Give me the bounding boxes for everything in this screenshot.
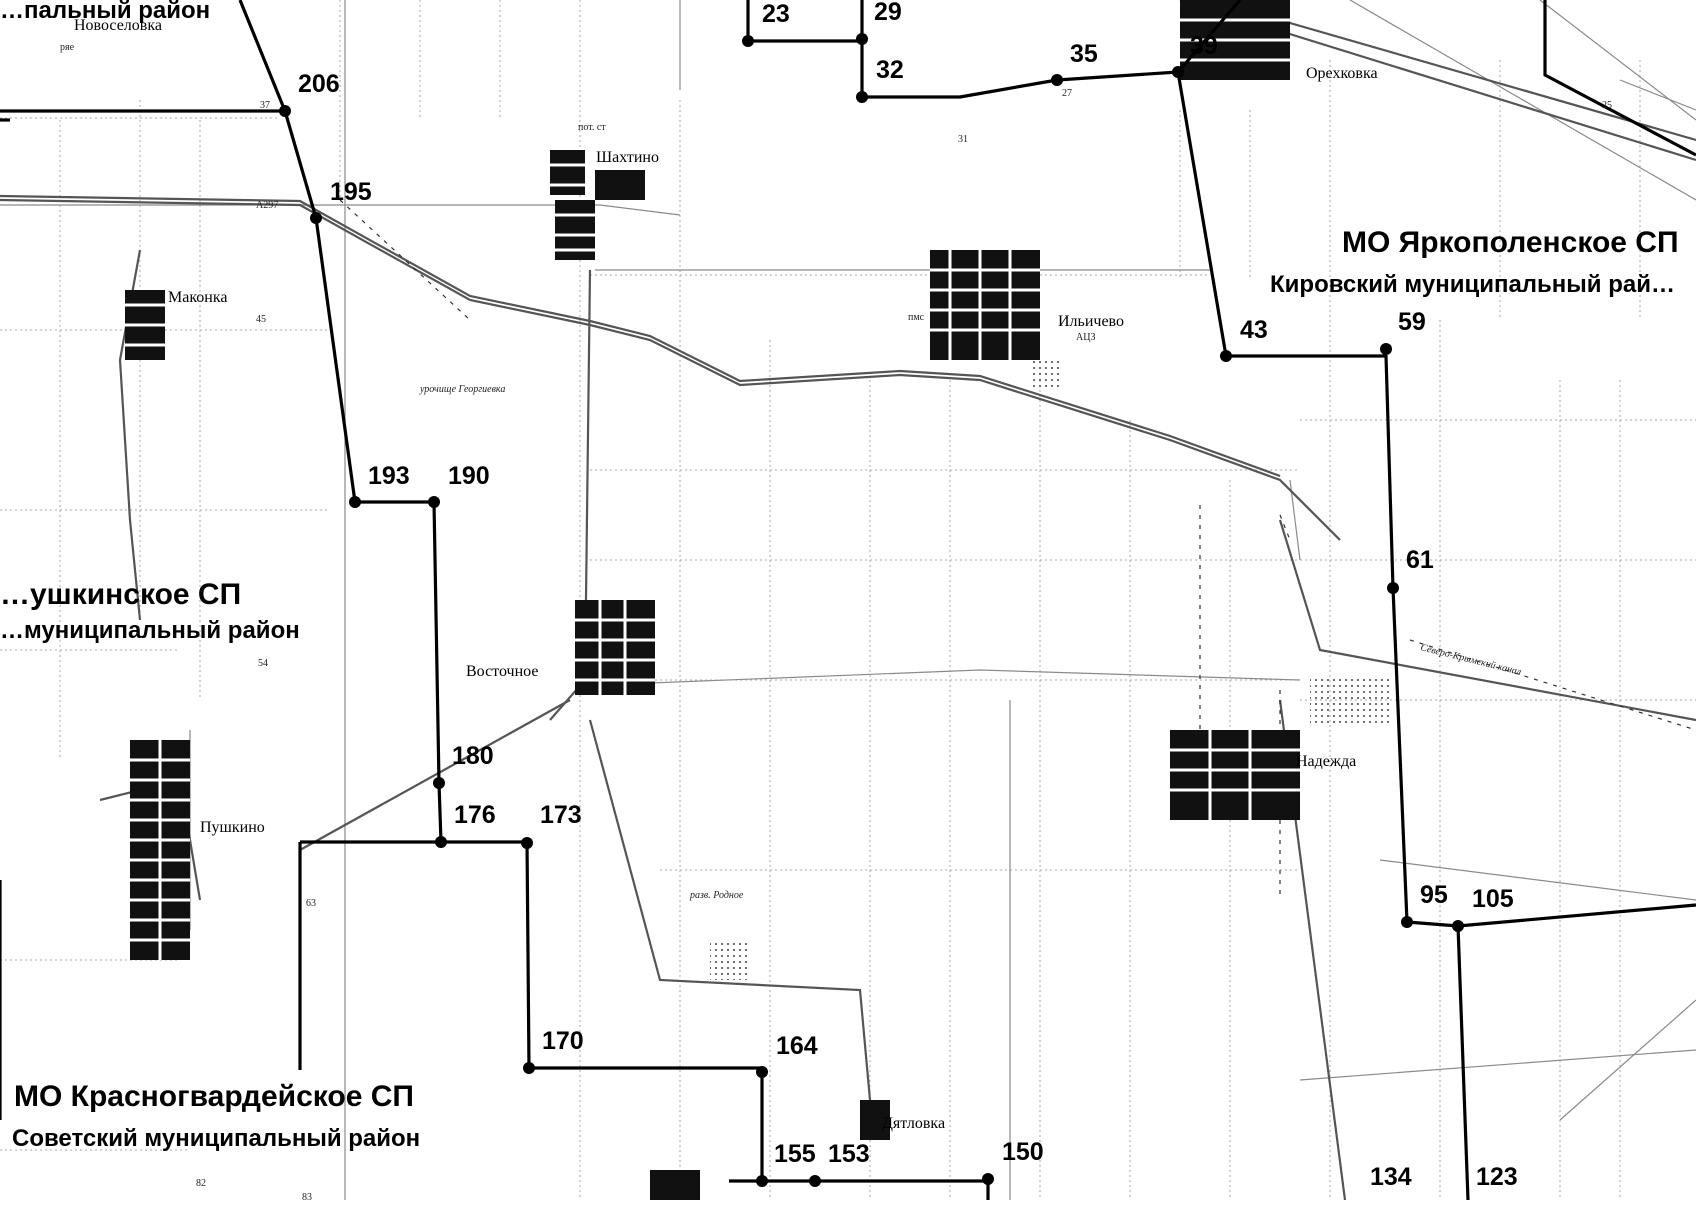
region-label-sovetsky: Советский муниципальный район — [12, 1125, 420, 1152]
boundary-point-label-153: 153 — [828, 1140, 870, 1168]
boundary-point-label-176: 176 — [454, 801, 496, 829]
minor-label-83: 83 — [302, 1192, 312, 1200]
boundary-point-marker-29 — [856, 33, 868, 45]
boundary-points: 23 29 32 35 39 206 195 193 190 43 59 61 180 176 173 170… — [279, 0, 1518, 1191]
minor-label-27: 27 — [1062, 88, 1072, 99]
boundary-point-label-164: 164 — [776, 1032, 818, 1060]
boundary-point-marker-164 — [756, 1066, 768, 1078]
boundary-line-1 — [746, 0, 864, 43]
boundary-point-label-155: 155 — [774, 1140, 816, 1168]
boundary-point-marker-32 — [856, 91, 868, 103]
boundary-point-marker-173 — [521, 837, 533, 849]
boundary-point-marker-95 — [1401, 916, 1413, 928]
boundary-point-label-180: 180 — [452, 742, 494, 770]
boundary-point-label-195: 195 — [330, 178, 372, 206]
settlement-dyatlovka: Дятловка — [882, 1115, 945, 1132]
minor-label-54: 54 — [258, 658, 268, 669]
boundary-point-label-193: 193 — [368, 462, 410, 490]
boundary-line-2 — [860, 39, 1179, 99]
boundary-point-marker-23 — [742, 35, 754, 47]
minor-label-31: 31 — [958, 134, 968, 145]
minor-label-urochishche: урочище Георгиевка — [419, 384, 505, 395]
minor-label-rzv: ряе — [60, 42, 75, 53]
boundary-point-marker-153 — [809, 1175, 821, 1187]
minor-label-45: 45 — [256, 314, 266, 325]
canal-lines — [339, 199, 1696, 900]
boundary-point-marker-59 — [1380, 343, 1392, 355]
boundary-point-label-23: 23 — [762, 0, 790, 28]
settlement-pushkino: Пушкино — [200, 819, 265, 836]
settlement-shakhtino: Шахтино — [596, 149, 659, 166]
boundary-point-marker-180 — [433, 777, 445, 789]
settlement-novoselovka: Новоселовка — [74, 17, 162, 34]
region-label-pushkinskoe-district: …муниципальный район — [0, 617, 300, 644]
boundary-point-label-29: 29 — [874, 0, 902, 26]
minor-label-pot-st: пот. ст — [578, 122, 606, 133]
boundary-point-marker-190 — [428, 496, 440, 508]
boundary-point-marker-105 — [1452, 920, 1464, 932]
blocks-dyatlovka — [860, 1100, 890, 1140]
boundary-point-label-59: 59 — [1398, 308, 1426, 336]
boundary-point-marker-150 — [982, 1173, 994, 1185]
settlement-makonka: Маконка — [168, 289, 227, 306]
boundary-point-marker-35 — [1051, 74, 1063, 86]
boundary-point-label-35: 35 — [1070, 40, 1098, 68]
minor-label-road-297: А297 — [256, 200, 278, 211]
boundary-point-label-95: 95 — [1420, 881, 1448, 909]
region-label-krasnogvardeyskoe: МО Красногвардейское СП — [14, 1080, 414, 1113]
minor-label-acz: АЦЗ — [1076, 332, 1095, 343]
settlement-orekhovka: Орехковка — [1306, 65, 1378, 82]
boundary-point-label-150: 150 — [1002, 1138, 1044, 1166]
boundary-point-label-170: 170 — [542, 1027, 584, 1055]
boundary-line-3 — [1176, 0, 1696, 928]
boundary-point-marker-43 — [1220, 350, 1232, 362]
boundary-point-marker-193 — [349, 496, 361, 508]
boundary-line-4 — [1456, 925, 1470, 1201]
boundary-point-label-32: 32 — [876, 56, 904, 84]
minor-label-pms: пмс — [908, 312, 925, 323]
blocks-ilichevo — [930, 250, 1040, 360]
boundary-point-marker-39 — [1172, 66, 1184, 78]
boundary-point-label-206: 206 — [298, 70, 340, 98]
minor-label-razv-rodnoe: разв. Родное — [689, 890, 744, 901]
region-label-top-left: …пальный район — [0, 0, 210, 24]
boundary-point-marker-206 — [279, 105, 291, 117]
boundary-point-label-105: 105 — [1472, 885, 1514, 913]
settlement-blocks — [125, 0, 1300, 1200]
boundary-point-marker-155 — [756, 1175, 768, 1187]
boundary-point-label-134: 134 — [1370, 1163, 1412, 1191]
settlement-nadezhda: Надежда — [1296, 753, 1356, 770]
boundary-point-label-123: 123 — [1476, 1163, 1518, 1191]
minor-label-82: 82 — [196, 1178, 206, 1189]
minor-label-25: 25 — [1602, 100, 1612, 111]
region-label-yarkopolenskoe: МО Яркополенское СП — [1342, 226, 1679, 259]
minor-label-37: 37 — [260, 100, 270, 111]
boundary-point-marker-176 — [435, 836, 447, 848]
boundary-point-label-190: 190 — [448, 462, 490, 490]
boundary-point-label-61: 61 — [1406, 546, 1434, 574]
boundary-point-label-39: 39 — [1190, 32, 1218, 60]
region-label-kirovsky: Кировский муниципальный рай… — [1270, 271, 1675, 298]
boundary-line-8 — [1543, 0, 1696, 157]
boundary-point-marker-195 — [310, 212, 322, 224]
boundary-point-marker-61 — [1387, 582, 1399, 594]
minor-label-63: 63 — [306, 898, 316, 909]
block-hatching — [125, 18, 1300, 960]
settlement-vostochnoe: Восточное — [466, 663, 538, 680]
settlement-ilichevo: Ильичево — [1058, 313, 1124, 330]
dot-fields — [710, 360, 1390, 980]
boundary-point-label-43: 43 — [1240, 316, 1268, 344]
blocks-bottom — [650, 1170, 700, 1200]
blocks-nadezhda — [1170, 730, 1300, 820]
boundary-point-marker-170 — [523, 1062, 535, 1074]
boundary-point-label-173: 173 — [540, 801, 582, 829]
region-label-pushkinskoe: …ушкинское СП — [0, 578, 241, 611]
